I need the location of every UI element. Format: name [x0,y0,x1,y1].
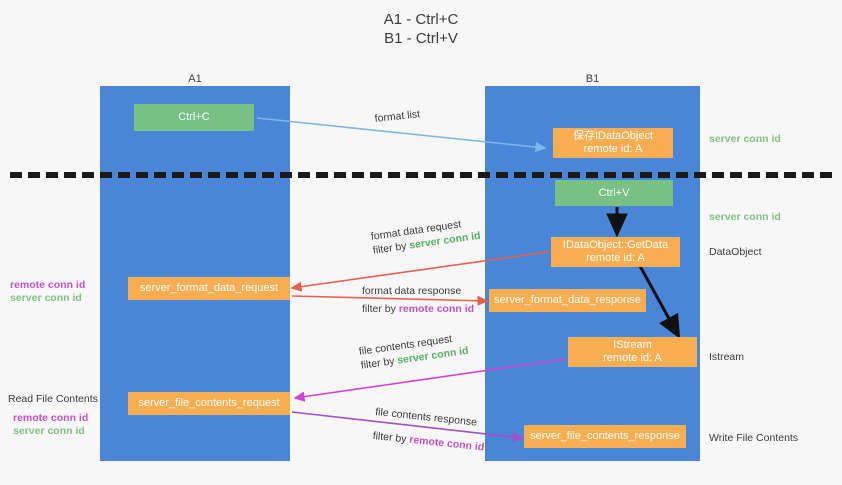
column-header-b1-name: B1 [585,73,600,85]
filter-prefix: filter by [372,429,410,446]
side-label-right-server-conn-id-top: server conn id [709,133,781,145]
side-label-right-write-file-contents: Write File Contents [709,432,799,444]
box-getdata-line2: remote id: A [586,252,645,264]
side-label-read-file-contents: Read File Contents [8,393,98,405]
box-server-file-contents-request[interactable]: server_file_contents_request [128,392,290,415]
edge-label-file-contents-response-text: file contents response [374,405,478,429]
box-istream-line1: IStream [613,339,652,351]
edge-label-format-list-text: format list [374,108,421,125]
box-getdata-line1: IDataObject::GetData [562,239,669,251]
edge-label-file-contents-response-filter: filter by remote conn id [372,429,485,455]
box-server-format-data-response-label: server_format_data_response [494,294,641,306]
box-save-idataobject-line1: 保存IDataObject [572,130,654,142]
filter-prefix: filter by [360,354,399,372]
side-label-left-remote-conn-id: remote conn id [10,279,86,291]
edge-label-file-contents-request: file contents request filter by server c… [358,330,469,373]
box-server-format-data-request-label: server_format_data_request [139,282,279,294]
box-istream-line2: remote id: A [603,352,662,364]
edge-label-format-list: format list [374,107,421,126]
filter-key-remote-conn-id: remote conn id [408,433,485,454]
edge-label-format-data-request: format data request filter by server con… [370,215,481,258]
box-server-format-data-request[interactable]: server_format_data_request [128,277,290,300]
page-title: A1 - Ctrl+C B1 - Ctrl+V [383,11,459,47]
box-save-idataobject[interactable]: 保存IDataObject remote id: A [553,128,673,158]
box-save-idataobject-line2: remote id: A [583,143,643,155]
filter-prefix: filter by [372,239,411,257]
side-label-left-server-conn-id-2: server conn id [13,425,85,437]
separator-dashed-line [10,172,832,178]
side-label-left-server-conn-id: server conn id [10,292,82,304]
box-istream[interactable]: IStream remote id: A [568,337,697,367]
edge-label-format-data-response-text: format data response [362,285,462,297]
side-label-left-remote-conn-id-2: remote conn id [13,412,89,424]
box-server-file-contents-response[interactable]: server_file_contents_response [524,425,686,448]
box-ctrl-c[interactable]: Ctrl+C [134,104,254,131]
edge-label-format-data-response-filter: filter by remote conn id [362,302,474,316]
box-server-file-contents-request-label: server_file_contents_request [138,397,280,409]
box-ctrl-c-label: Ctrl+C [178,111,210,123]
edge-label-format-data-response: format data response filter by remote co… [362,284,474,316]
box-server-file-contents-response-label: server_file_contents_response [530,430,680,442]
side-label-right-dataobject: DataObject [709,246,762,258]
side-label-right-istream: Istream [709,351,745,363]
box-getdata[interactable]: IDataObject::GetData remote id: A [551,237,680,267]
edge-label-file-contents-response: file contents response filter by remote … [372,405,487,455]
filter-key-remote-conn-id: remote conn id [398,303,475,315]
filter-prefix: filter by [362,303,399,315]
side-label-right-server-conn-id-mid: server conn id [709,211,781,223]
box-server-format-data-response[interactable]: server_format_data_response [489,289,646,312]
column-header-a1-name: A1 [188,73,202,85]
box-ctrl-v-label: Ctrl+V [598,186,630,199]
box-ctrl-v[interactable]: Ctrl+V [555,180,673,206]
